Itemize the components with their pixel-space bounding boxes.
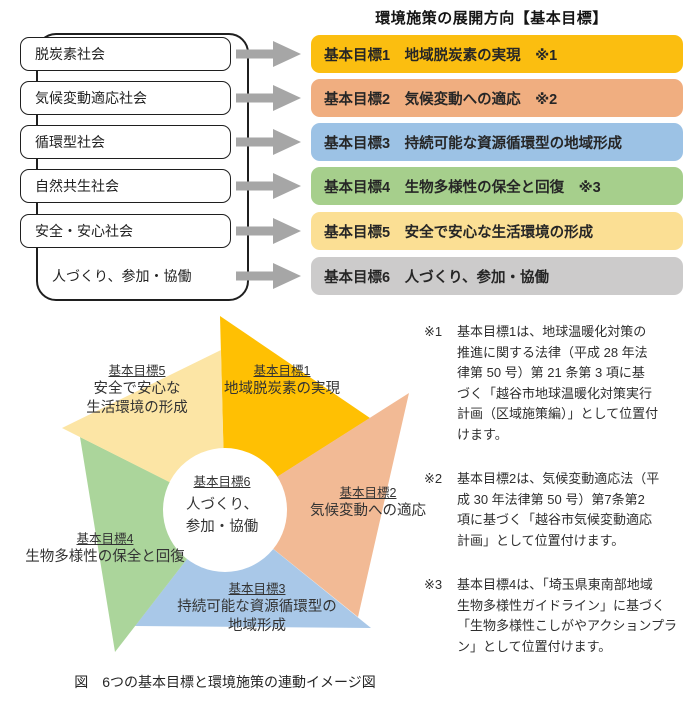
footnote-line: ン」として位置付けます。 <box>457 638 612 654</box>
society-group-outline <box>36 33 249 301</box>
arrow-right-icon <box>236 41 301 67</box>
goal-box-2: 基本目標2 気候変動への適応 ※2 <box>311 79 683 117</box>
star-label-heading: 基本目標3 <box>228 582 286 596</box>
star-label-heading: 基本目標5 <box>108 364 166 378</box>
star-label-goal3: 基本目標3 持続可能な資源循環型の 地域形成 <box>177 581 337 636</box>
star-label-text: 持続可能な資源循環型の <box>177 599 337 615</box>
footnote-text: 基本目標4は、「埼玉県東南部地域 生物多様性ガイドライン」に基づく 「生物多様性… <box>457 575 677 657</box>
star-label-text: 参加・協働 <box>185 519 259 535</box>
arrow-right-icon <box>236 263 301 289</box>
footnote-line: 基本目標4は、「埼玉県東南部地域 <box>457 577 653 592</box>
star-label-goal2: 基本目標2 気候変動への適応 <box>310 485 426 521</box>
society-box-5: 安全・安心社会 <box>20 214 231 248</box>
star-label-goal1: 基本目標1 地域脱炭素の実現 <box>224 363 340 399</box>
footnote-2: ※2 基本目標2は、気候変動適応法（平 成 30 年法律第 50 号）第7条第2… <box>424 469 692 551</box>
footnote-line: けます。 <box>457 426 508 442</box>
arrow-right-icon <box>236 218 301 244</box>
footnote-line: 基本目標1は、地球温暖化対策の <box>457 324 647 339</box>
arrow-right-icon <box>236 85 301 111</box>
footnote-line: 項に基づく「越谷市気候変動適応 <box>457 512 653 527</box>
star-label-heading: 基本目標6 <box>193 475 251 489</box>
star-label-text: 生活環境の形成 <box>86 400 188 416</box>
star-label-text: 安全で安心な <box>93 381 181 397</box>
page-title: 環境施策の展開方向【基本目標】 <box>375 10 608 27</box>
arrow-right-icon <box>236 173 301 199</box>
footnote-marker: ※2 <box>424 471 443 486</box>
society-box-3: 循環型社会 <box>20 125 231 159</box>
star-label-heading: 基本目標1 <box>253 364 311 378</box>
goal-box-5: 基本目標5 安全で安心な生活環境の形成 <box>311 212 683 250</box>
goal-box-4: 基本目標4 生物多様性の保全と回復 ※3 <box>311 167 683 205</box>
footnote-line: 基本目標2は、気候変動適応法（平 <box>457 471 660 486</box>
arrow-right-icon <box>236 85 301 111</box>
footnote-line: 「生物多様性こしがやアクションプラ <box>457 618 677 633</box>
arrow-right-icon <box>236 173 301 199</box>
star-label-goal5: 基本目標5 安全で安心な 生活環境の形成 <box>86 363 188 418</box>
society-box-1: 脱炭素社会 <box>20 37 231 71</box>
arrow-right-icon <box>236 218 301 244</box>
star-label-goal4: 基本目標4 生物多様性の保全と回復 <box>25 531 185 567</box>
star-label-goal6: 基本目標6 人づくり、 参加・協働 <box>186 474 259 538</box>
star-label-text: 地域脱炭素の実現 <box>224 381 340 397</box>
footnote-line: づく「越谷市地球温暖化対策実行 <box>457 385 653 401</box>
footnotes: ※1 基本目標1は、地球温暖化対策の 推進に関する法律（平成 28 年法 律第 … <box>424 322 692 681</box>
footnote-line: 生物多様性ガイドライン」に基づく <box>457 597 666 613</box>
star-label-text: 気候変動への適応 <box>310 503 426 519</box>
footnote-line: 計画（区域施策編）」として位置付 <box>457 406 659 421</box>
society-box-2: 気候変動適応社会 <box>20 81 231 115</box>
footnote-line: 成 30 年法律第 50 号）第7条第2 <box>457 491 645 507</box>
goal-box-3: 基本目標3 持続可能な資源循環型の地域形成 <box>311 123 683 161</box>
star-label-text: 人づくり、 <box>186 497 258 513</box>
footnote-marker: ※1 <box>424 324 443 339</box>
footnote-line: 律第 50 号）第 21 条第 3 項に基 <box>457 365 645 380</box>
footnote-text: 基本目標2は、気候変動適応法（平 成 30 年法律第 50 号）第7条第2 項に… <box>457 469 659 551</box>
arrow-right-icon <box>236 41 301 67</box>
star-label-heading: 基本目標2 <box>339 486 397 500</box>
footnote-line: 推進に関する法律（平成 28 年法 <box>457 344 648 360</box>
footnote-1: ※1 基本目標1は、地球温暖化対策の 推進に関する法律（平成 28 年法 律第 … <box>424 322 692 445</box>
footnote-3: ※3 基本目標4は、「埼玉県東南部地域 生物多様性ガイドライン」に基づく 「生物… <box>424 575 692 657</box>
star-label-heading: 基本目標4 <box>76 532 134 546</box>
footnote-text: 基本目標1は、地球温暖化対策の 推進に関する法律（平成 28 年法 律第 50 … <box>457 322 658 445</box>
footnote-marker: ※3 <box>424 577 443 592</box>
goal-box-1: 基本目標1 地域脱炭素の実現 ※1 <box>311 35 683 73</box>
arrow-right-icon <box>236 129 301 155</box>
figure-caption: 図 6つの基本目標と環境施策の連動イメージ図 <box>74 674 376 690</box>
society-label-6: 人づくり、参加・協働 <box>52 268 192 284</box>
star-label-text: 生物多様性の保全と回復 <box>25 549 185 565</box>
star-label-text: 地域形成 <box>228 618 286 634</box>
arrow-right-icon <box>236 129 301 155</box>
footnote-line: 計画」として位置付けます。 <box>457 532 625 548</box>
society-box-4: 自然共生社会 <box>20 169 231 203</box>
goal-box-6: 基本目標6 人づくり、参加・協働 <box>311 257 683 295</box>
arrow-right-icon <box>236 263 301 289</box>
